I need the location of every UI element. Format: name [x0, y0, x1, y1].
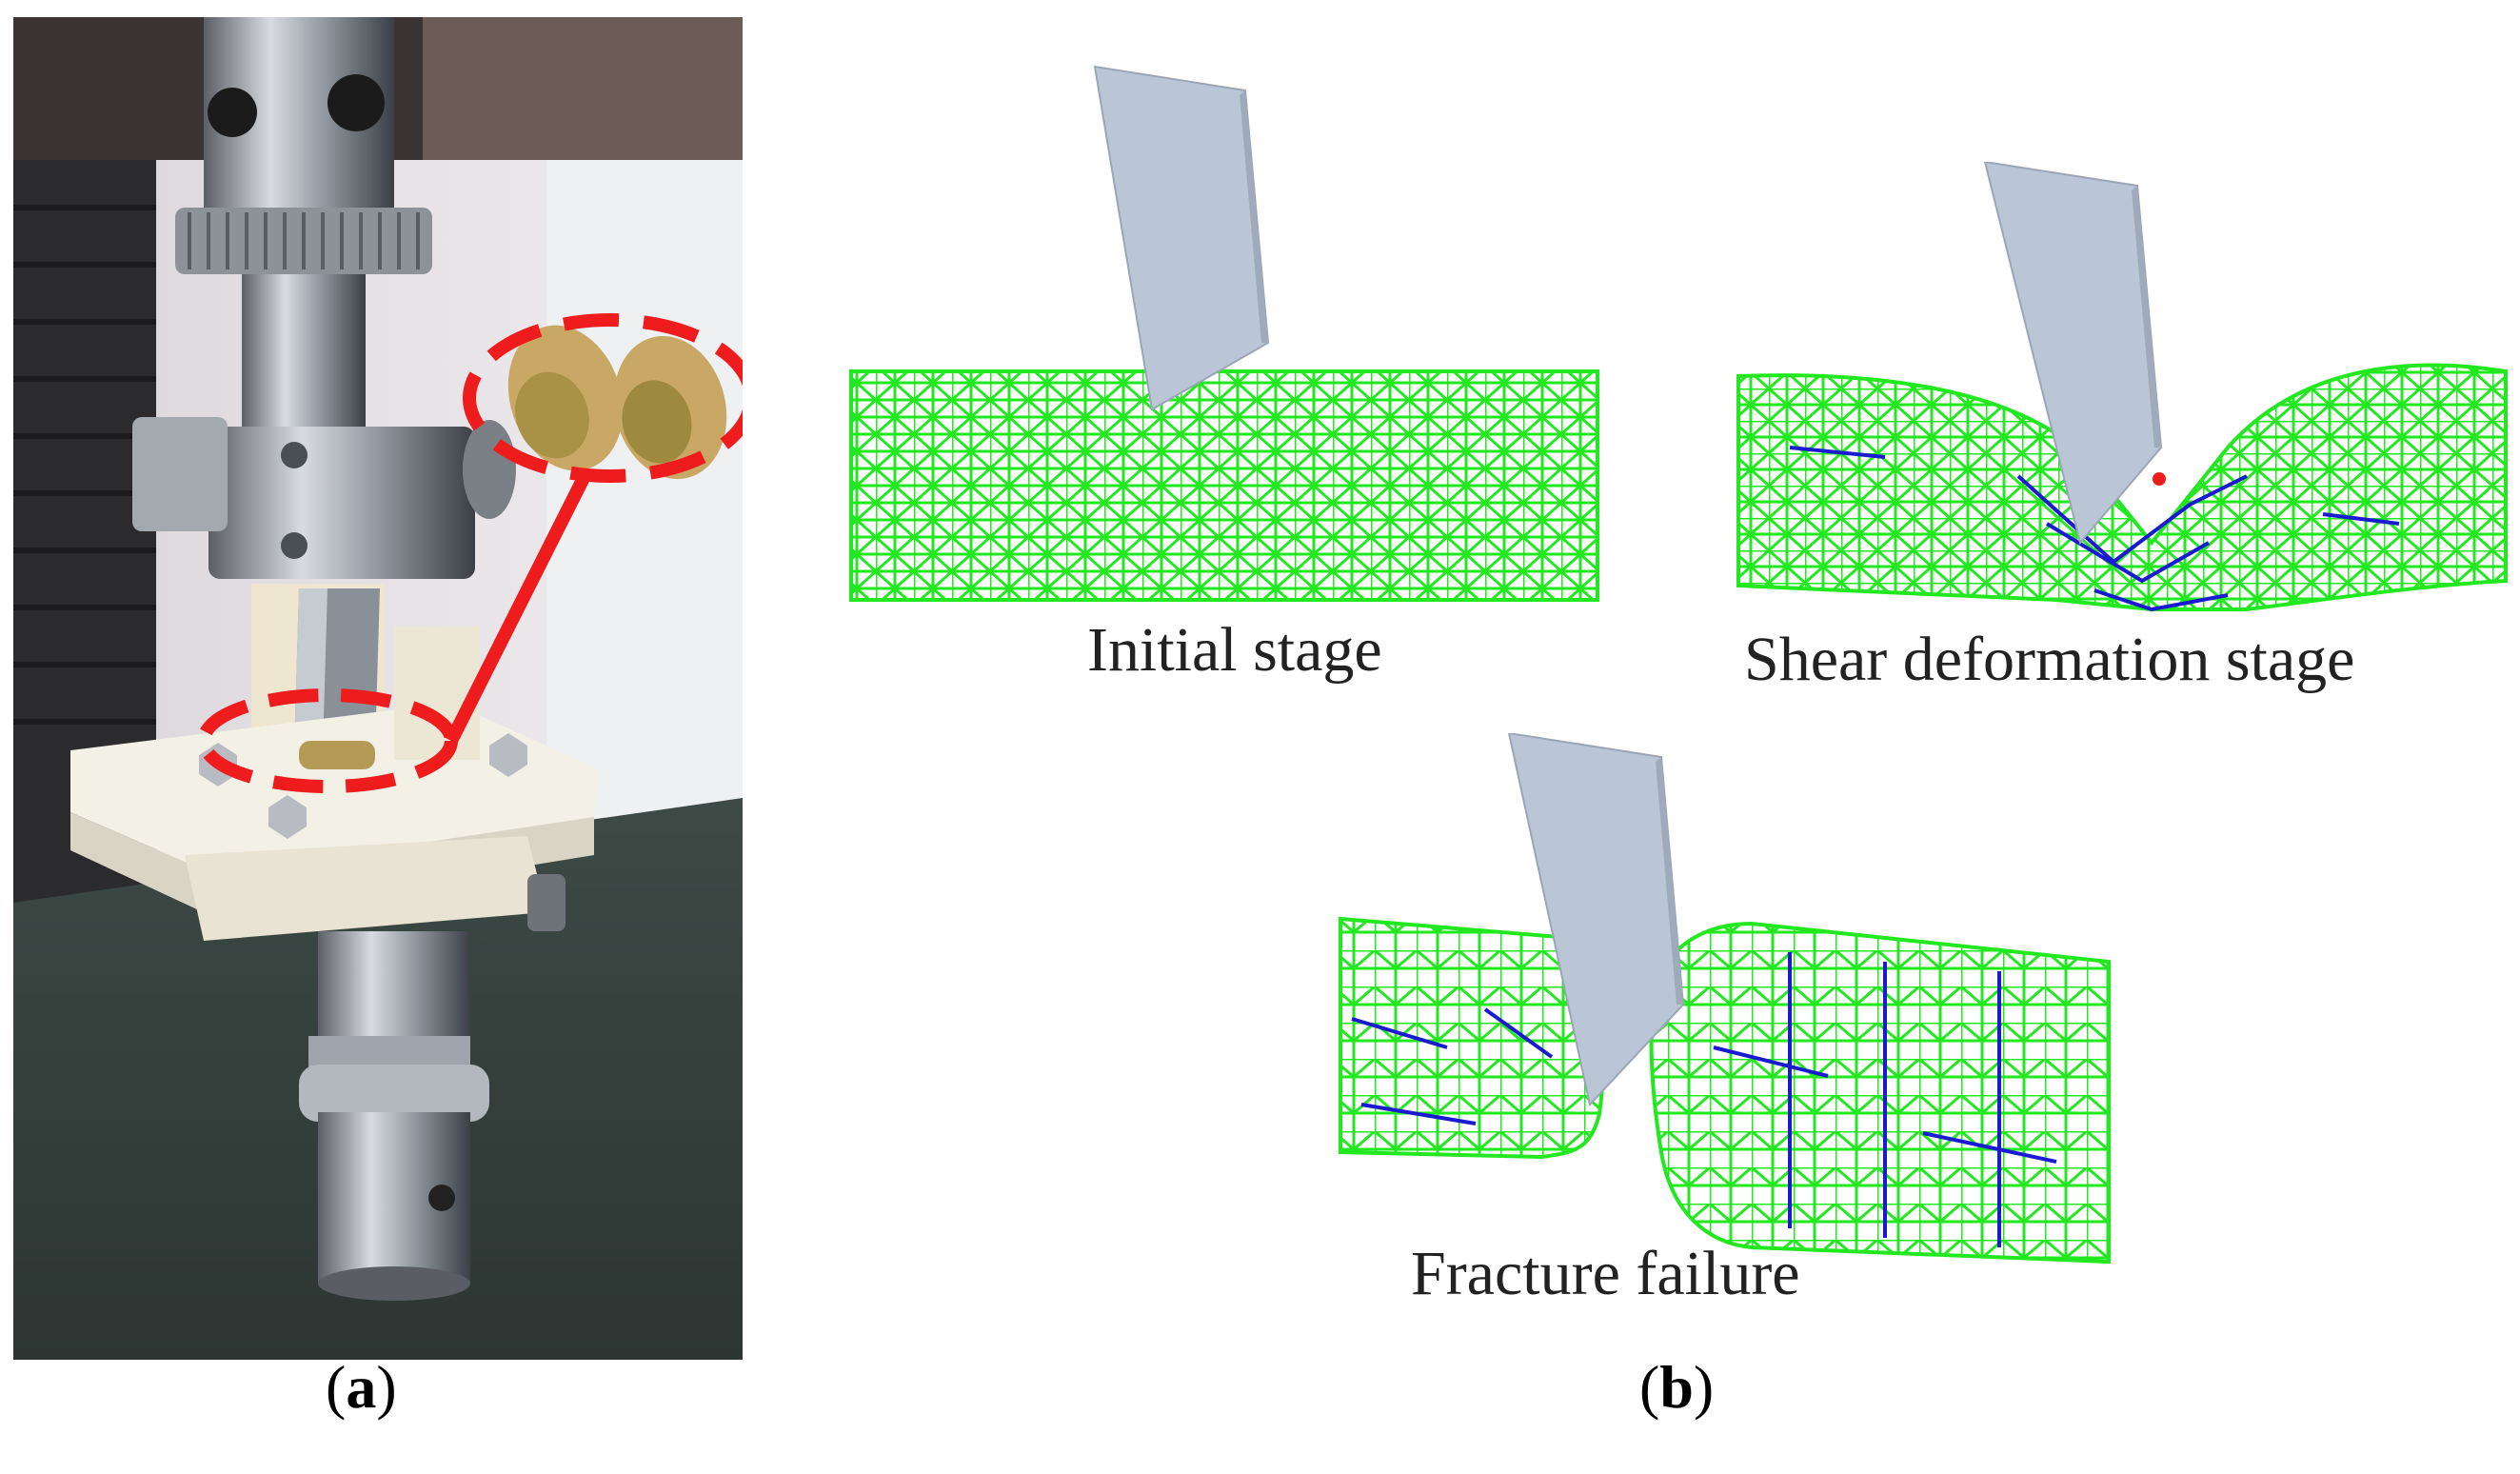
shear-test-photo	[13, 17, 743, 1360]
panel-b-label: (b)	[1639, 1352, 1714, 1423]
panel-a-close-paren: )	[376, 1353, 397, 1421]
fracture-failure-figure	[1333, 733, 2123, 1266]
panel-b-letter: b	[1659, 1353, 1694, 1421]
shear-deformation-caption: Shear deformation stage	[1744, 625, 2355, 694]
panel-b-open-paren: (	[1639, 1353, 1660, 1421]
shear-deformation-mesh	[1736, 162, 2508, 612]
panel-b-close-paren: )	[1693, 1353, 1715, 1421]
fracture-failure-caption: Fracture failure	[1411, 1239, 1800, 1308]
fracture-failure-mesh	[1339, 733, 2111, 1265]
highlight-annotation	[197, 313, 743, 793]
initial-stage-caption: Initial stage	[1087, 615, 1382, 685]
shear-deformation-figure	[1733, 162, 2513, 628]
panel-a-open-paren: (	[326, 1353, 347, 1421]
shear-test-photo-drawing	[13, 17, 743, 1360]
initial-stage-mesh	[849, 65, 1599, 602]
initial-stage-figure	[838, 57, 1618, 609]
panel-a-letter: a	[346, 1353, 377, 1421]
panel-a-label: (a)	[326, 1352, 397, 1423]
specimen-fragments-icon	[507, 325, 727, 480]
